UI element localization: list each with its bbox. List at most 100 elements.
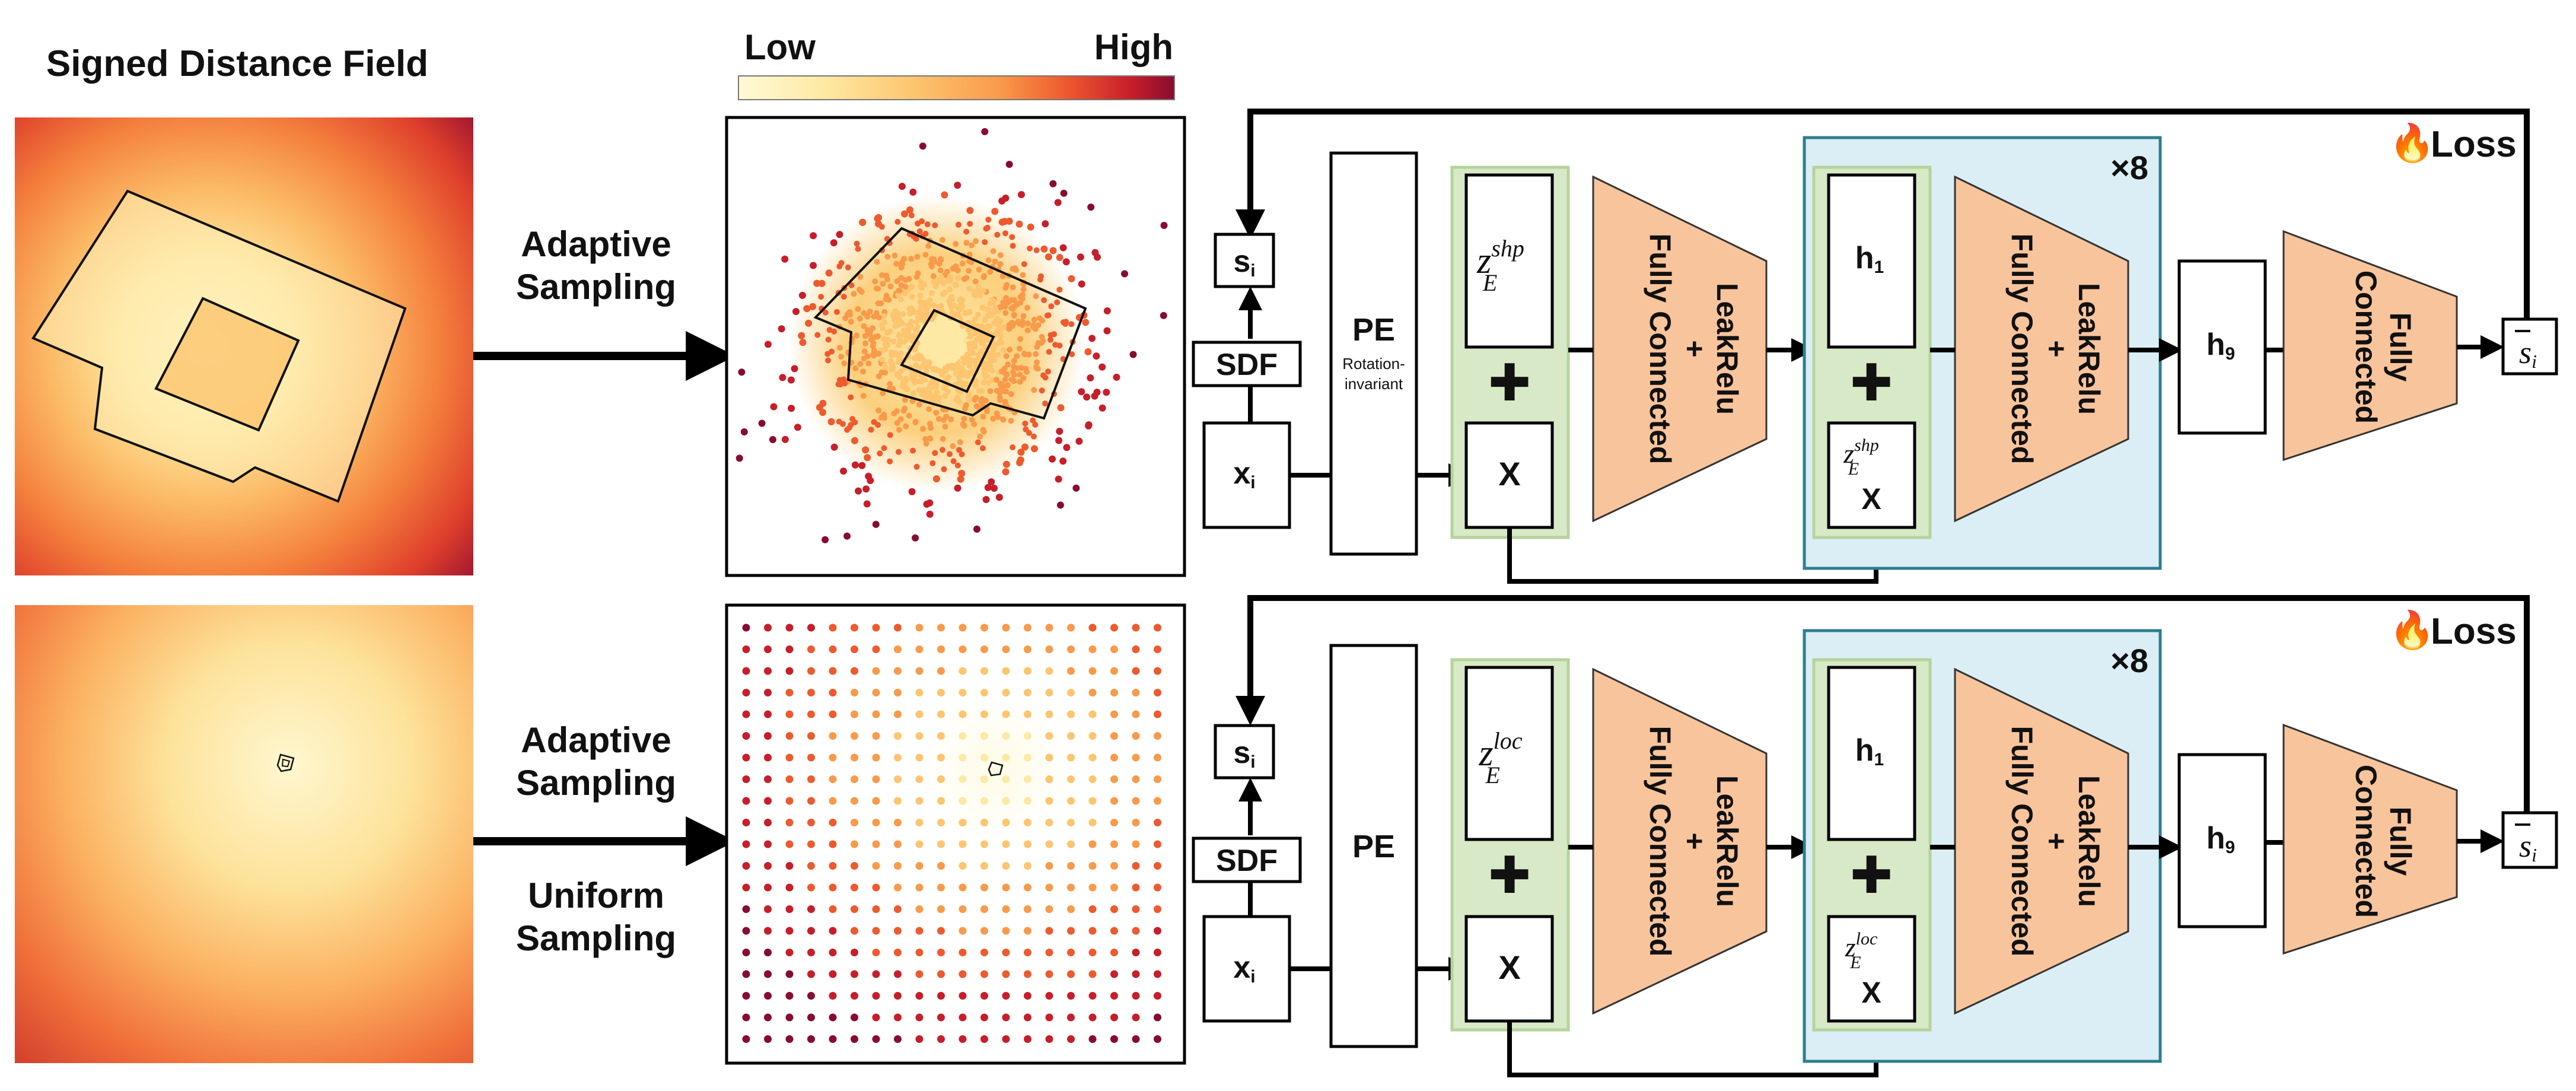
sample-point (1000, 347, 1007, 354)
bottom-z-box (1464, 666, 1554, 841)
grid-sample-point (851, 732, 858, 740)
sample-point (933, 409, 940, 416)
grid-sample-point (915, 992, 924, 1000)
sample-point (1113, 373, 1120, 381)
sample-point (1068, 275, 1075, 282)
grid-sample-point (1110, 645, 1118, 653)
grid-sample-point (894, 710, 902, 718)
bottom-fc2-label-3: Fully Connected (2005, 726, 2039, 957)
sample-point (973, 525, 980, 533)
grid-sample-point (1045, 797, 1053, 805)
grid-sample-point (807, 775, 815, 783)
sample-point (1059, 244, 1067, 252)
sample-point (810, 232, 817, 240)
sample-point (891, 314, 897, 320)
sample-point (959, 451, 965, 457)
sample-point (927, 421, 933, 427)
top-h9-label: h9 (2206, 327, 2235, 364)
grid-sample-point (851, 775, 858, 783)
sample-point (947, 451, 953, 457)
sample-point (781, 255, 789, 263)
grid-sample-point (851, 883, 858, 892)
sample-point (938, 324, 945, 330)
top-pe-box (1329, 151, 1418, 556)
sample-point (818, 294, 824, 300)
grid-sample-point (1110, 667, 1118, 675)
sample-point (818, 279, 826, 287)
grid-sample-point (764, 970, 772, 978)
bottom-sampling-label-2: Sampling (516, 763, 676, 803)
grid-sample-point (742, 883, 750, 892)
sample-point (951, 302, 957, 308)
grid-sample-point (764, 753, 772, 762)
uniform-sample-points (742, 624, 1161, 1043)
grid-sample-point (829, 710, 837, 718)
grid-sample-point (807, 883, 815, 892)
sample-point (897, 296, 904, 303)
grid-sample-point (872, 819, 880, 826)
sample-point (930, 273, 937, 279)
sample-point (916, 312, 922, 319)
sample-point (928, 290, 935, 297)
grid-sample-point (742, 905, 750, 913)
grid-sample-point (1088, 775, 1097, 783)
sample-point (854, 240, 860, 247)
sample-point (901, 256, 908, 262)
grid-sample-point (915, 667, 924, 675)
loss-icon: 🔥 (2389, 122, 2435, 164)
grid-sample-point (937, 1035, 945, 1043)
sample-point (1103, 389, 1110, 396)
colorbar-high-label: High (1094, 27, 1173, 67)
sample-point (1007, 346, 1013, 353)
sample-point (902, 405, 908, 412)
grid-sample-point (829, 624, 837, 632)
sample-point (869, 334, 875, 341)
bottom-sdf-label: SDF (1216, 844, 1278, 878)
sample-point (1016, 345, 1023, 352)
sample-point (966, 268, 972, 274)
sample-point (1021, 443, 1029, 451)
grid-sample-point (1088, 883, 1097, 892)
grid-sample-point (1132, 1013, 1140, 1022)
sample-point (960, 421, 966, 427)
grid-sample-point (851, 624, 858, 632)
sample-point (1033, 351, 1039, 357)
sample-point (844, 427, 851, 433)
sample-point (871, 313, 877, 320)
sample-point (912, 355, 918, 361)
sample-point (907, 323, 913, 330)
grid-sample-point (1088, 753, 1097, 762)
sample-point (988, 349, 995, 356)
sample-point (1016, 459, 1024, 466)
grid-sample-point (742, 775, 750, 783)
sample-point (962, 405, 969, 412)
sample-point (1020, 286, 1027, 292)
grid-sample-point (742, 753, 750, 762)
grid-sample-point (1067, 797, 1075, 805)
sample-point (900, 311, 906, 317)
sample-point (897, 333, 904, 339)
sample-point (1010, 284, 1016, 291)
sample-point (887, 381, 893, 387)
grid-sample-point (1067, 905, 1075, 913)
grid-sample-point (1045, 970, 1053, 978)
sample-point (880, 313, 887, 320)
bottom-pe-label: PE (1352, 829, 1395, 864)
grid-sample-point (1132, 753, 1140, 762)
grid-sample-point (1002, 645, 1010, 653)
adaptive-sample-plot (725, 116, 1186, 577)
sample-point (1091, 249, 1099, 256)
grid-sample-point (1002, 949, 1010, 956)
sample-point (908, 256, 915, 262)
grid-sample-point (872, 689, 880, 696)
sample-point (1011, 358, 1017, 364)
grid-sample-point (959, 775, 967, 783)
top-inner-zx-box (1827, 421, 1916, 529)
sample-point (1031, 387, 1037, 393)
grid-sample-point (807, 710, 815, 718)
grid-sample-point (937, 645, 945, 653)
grid-sample-point (785, 645, 794, 653)
grid-sample-point (872, 797, 880, 805)
grid-sample-point (1132, 970, 1140, 978)
small-building-outline (276, 753, 295, 772)
